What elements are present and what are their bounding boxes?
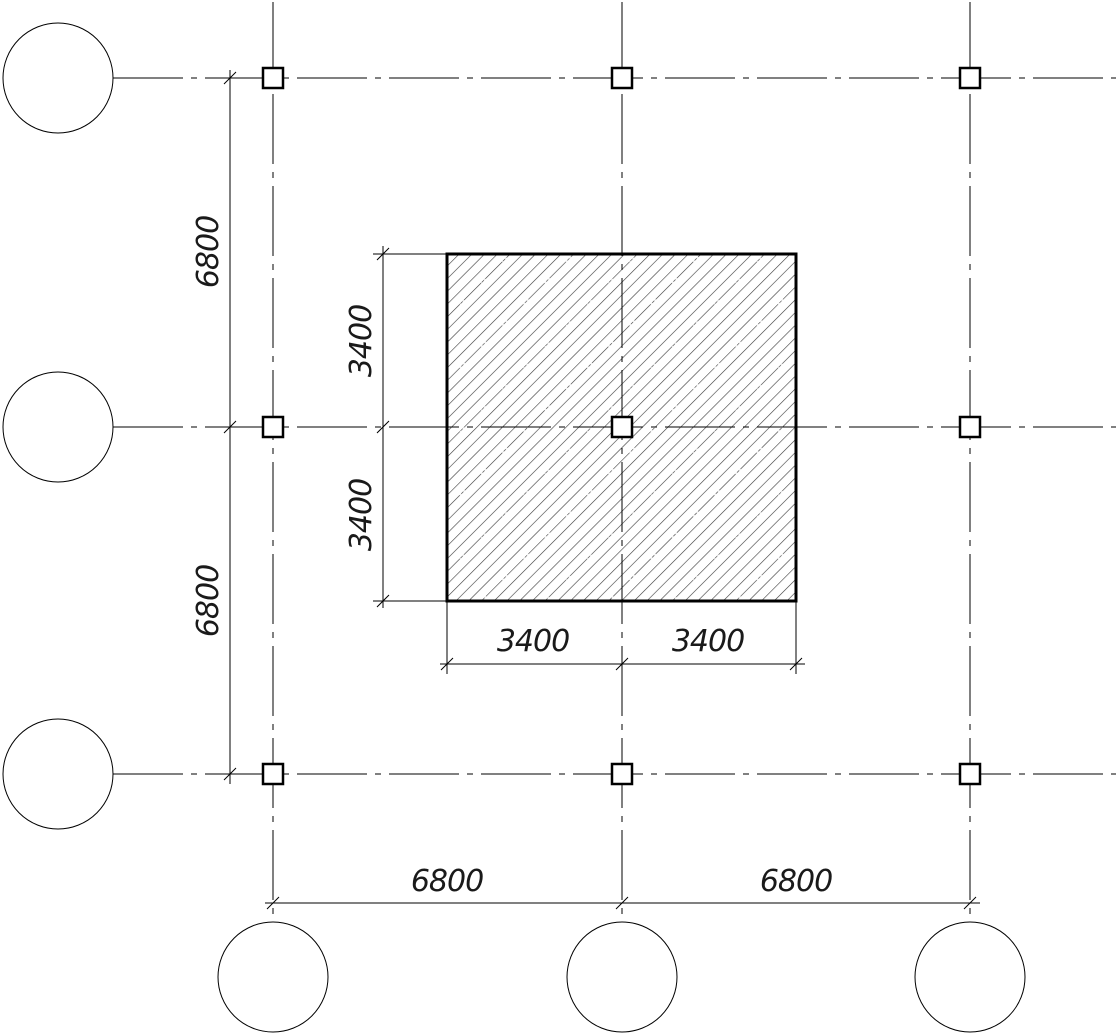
dim-label-hatch-right: 3400 (672, 624, 744, 659)
column-a2 (610, 66, 634, 90)
axis-bubble-row-1 (2, 22, 114, 134)
axis-bubble-col-2 (566, 921, 678, 1033)
columns (261, 66, 982, 786)
dim-tick (266, 896, 280, 910)
dim-tick (789, 657, 803, 671)
column-a1 (261, 66, 285, 90)
dim-tick (615, 896, 629, 910)
dim-label-bottom-left: 6800 (411, 864, 483, 899)
dimension-labels: 6800 6800 6800 6800 3400 3400 3400 3400 (191, 216, 833, 899)
column-c2 (610, 762, 634, 786)
dim-tick (223, 767, 237, 781)
column-b2 (610, 415, 634, 439)
column-b3 (958, 415, 982, 439)
dim-tick (615, 657, 629, 671)
dim-label-bottom-right: 6800 (760, 864, 832, 899)
column-c3 (958, 762, 982, 786)
axis-bubble-row-2 (2, 371, 114, 483)
axis-bubble-col-1 (217, 921, 329, 1033)
dim-label-hatch-bottom: 3400 (344, 479, 379, 551)
dim-tick (376, 420, 390, 434)
axis-bubbles (2, 22, 1026, 1033)
dimension-lines (223, 70, 980, 910)
dim-label-left-top: 6800 (191, 216, 226, 288)
dim-label-left-bottom: 6800 (191, 565, 226, 637)
axis-bubble-col-3 (914, 921, 1026, 1033)
column-c1 (261, 762, 285, 786)
dim-tick (440, 657, 454, 671)
axis-bubble-row-3 (2, 718, 114, 830)
dim-tick (223, 420, 237, 434)
dim-tick (223, 71, 237, 85)
dim-tick (376, 247, 390, 261)
column-b1 (261, 415, 285, 439)
dim-tick (963, 896, 977, 910)
dim-tick (376, 594, 390, 608)
dim-label-hatch-left: 3400 (497, 624, 569, 659)
dim-label-hatch-top: 3400 (344, 305, 379, 377)
column-a3 (958, 66, 982, 90)
